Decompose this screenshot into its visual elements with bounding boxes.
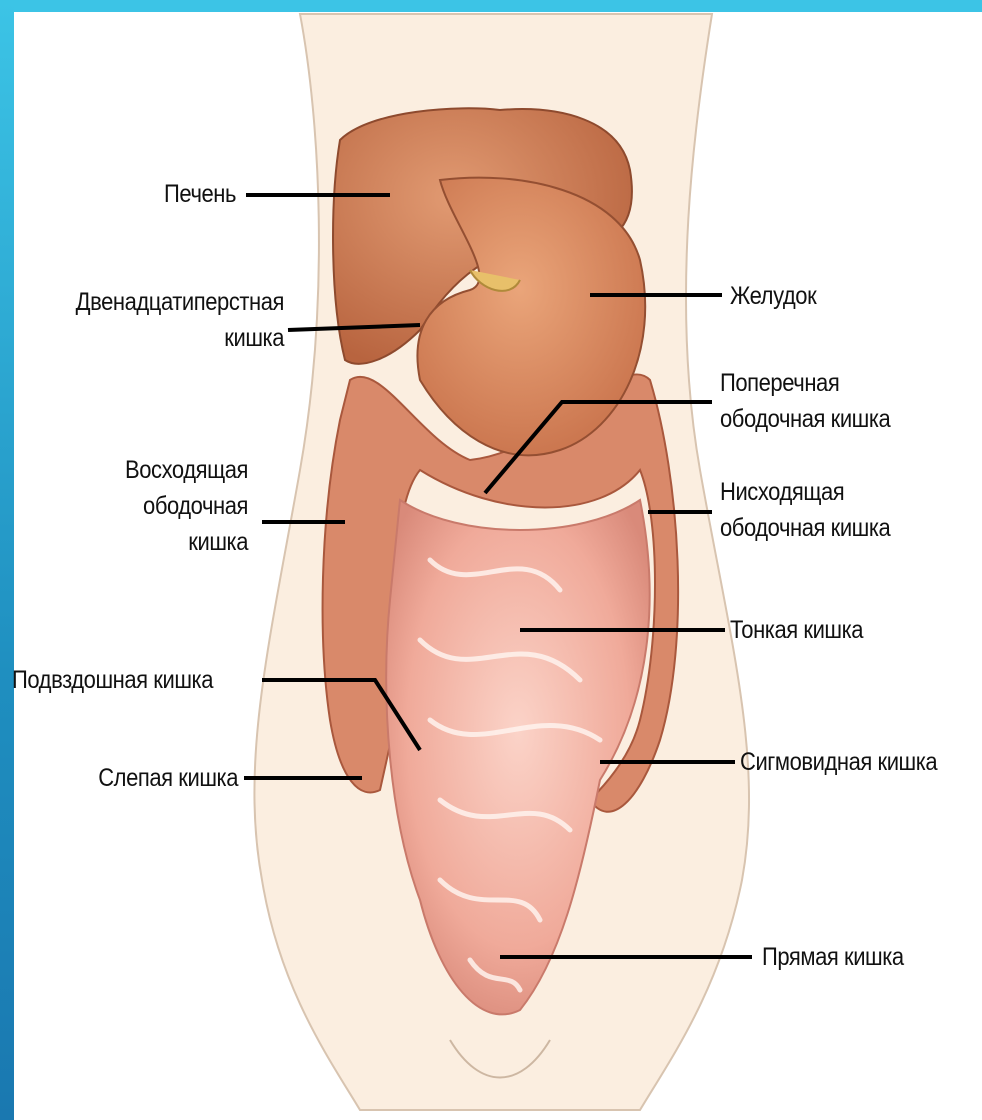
label-stomach: Желудок (730, 278, 888, 314)
label-transverse-colon: Поперечная ободочная кишка (720, 365, 931, 437)
label-liver: Печень (106, 176, 236, 212)
label-duodenum: Двенадцатиперстная кишка (52, 284, 284, 356)
label-ileum: Подвздошная кишка (12, 662, 232, 698)
label-small-intestine: Тонкая кишка (730, 612, 906, 648)
label-descending-colon: Нисходящая ободочная кишка (720, 474, 931, 546)
label-cecum: Слепая кишка (55, 760, 238, 796)
label-rectum: Прямая кишка (762, 939, 929, 975)
label-ascending-colon: Восходящая ободочная кишка (83, 452, 248, 560)
label-sigmoid-colon: Сигмовидная кишка (740, 744, 947, 780)
